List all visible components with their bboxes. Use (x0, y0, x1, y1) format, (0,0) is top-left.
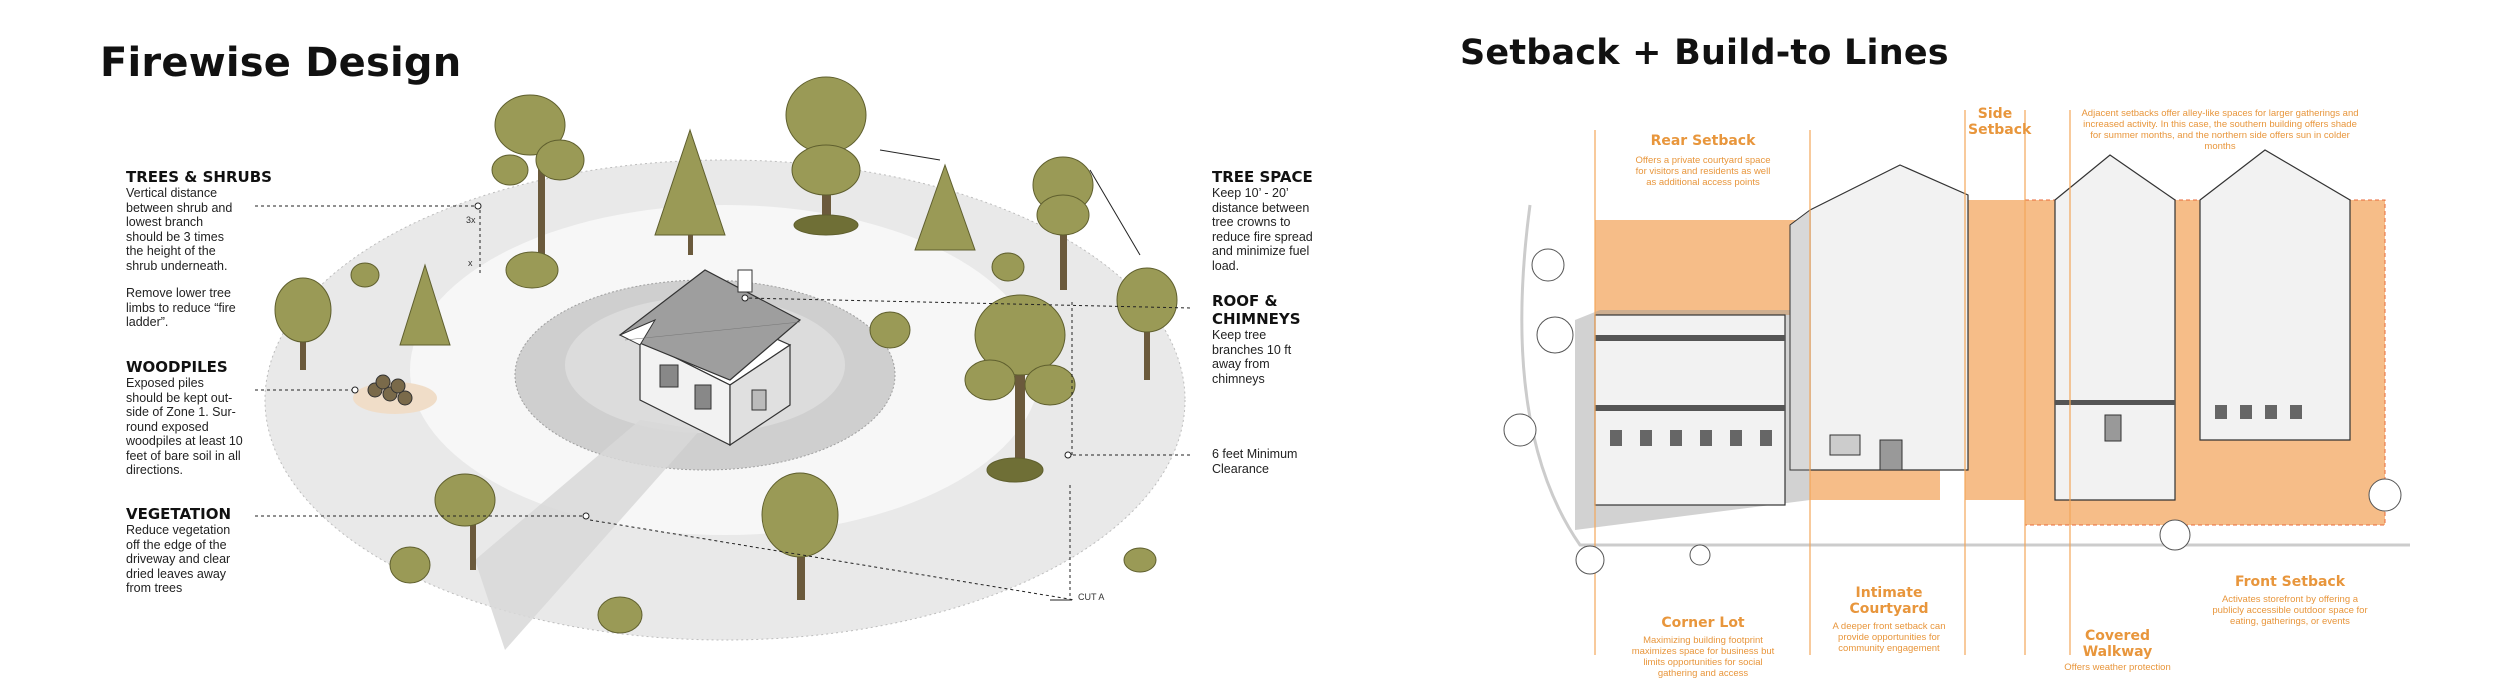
intimate-courtyard-body: A deeper front setback can provide oppor… (1832, 621, 1946, 654)
firewise-title: Firewise Design (100, 40, 462, 86)
covered-walkway-heading: Covered Walkway (2082, 628, 2153, 660)
corner-lot-heading: Corner Lot (1661, 615, 1745, 631)
third-building (2054, 154, 2176, 501)
rear-setback-heading: Rear Setback (1650, 133, 1756, 149)
roof-chimneys-heading: ROOF & CHIMNEYS (1212, 292, 1301, 328)
setback-illustration (1503, 110, 2410, 655)
house (618, 269, 802, 447)
woodpile (353, 374, 437, 414)
trees-shrubs-heading: TREES & SHRUBS (126, 168, 272, 186)
woodpiles-heading: WOODPILES (126, 358, 228, 376)
rear-setback-body: Offers a private courtyard space for vis… (1635, 155, 1771, 188)
trees-shrubs-body: Vertical distance between shrub and lowe… (126, 186, 233, 273)
covered-walkway-body: Offers weather protection (2064, 662, 2171, 673)
side-setback-zone (1965, 200, 2025, 500)
front-setback-heading: Front Setback (2234, 574, 2346, 590)
dimension-x: x (468, 258, 473, 268)
adjacent-setback-note: Adjacent setbacks offer alley-like space… (2081, 108, 2359, 152)
chimney (737, 269, 753, 293)
driveway (475, 420, 700, 650)
roof-chimneys-body: Keep tree branches 10 ft away from chimn… (1212, 328, 1292, 386)
cut-a-label: CUT A (1078, 592, 1105, 602)
vegetation-body: Reduce vegetation off the edge of the dr… (126, 523, 231, 595)
woodpiles-body: Exposed piles should be kept out- side o… (126, 376, 243, 477)
middle-building (1809, 164, 1969, 471)
intimate-courtyard-heading: Intimate Courtyard (1849, 585, 1929, 617)
rear-setback-zone (1595, 220, 1810, 315)
corner-lot-body: Maximizing building footprint maximizes … (1631, 635, 1775, 679)
vegetation-heading: VEGETATION (126, 505, 232, 523)
side-setback-heading: Side Setback (1968, 106, 2032, 138)
arrows (351, 149, 1141, 601)
trees (274, 76, 1178, 634)
setback-title: Setback + Build-to Lines (1460, 33, 1949, 73)
leader-lines (255, 205, 1191, 601)
tree-space-heading: TREE SPACE (1212, 168, 1313, 186)
front-setback-body: Activates storefront by offering a publi… (2212, 594, 2368, 627)
trees-shrubs-body-2: Remove lower tree limbs to reduce “fire … (126, 286, 236, 329)
clearance-note: 6 feet Minimum Clearance (1212, 447, 1298, 476)
fourth-building (2199, 149, 2351, 441)
tree-space-body: Keep 10’ - 20’ distance between tree cro… (1212, 186, 1313, 273)
dimension-3x: 3x (466, 215, 476, 225)
